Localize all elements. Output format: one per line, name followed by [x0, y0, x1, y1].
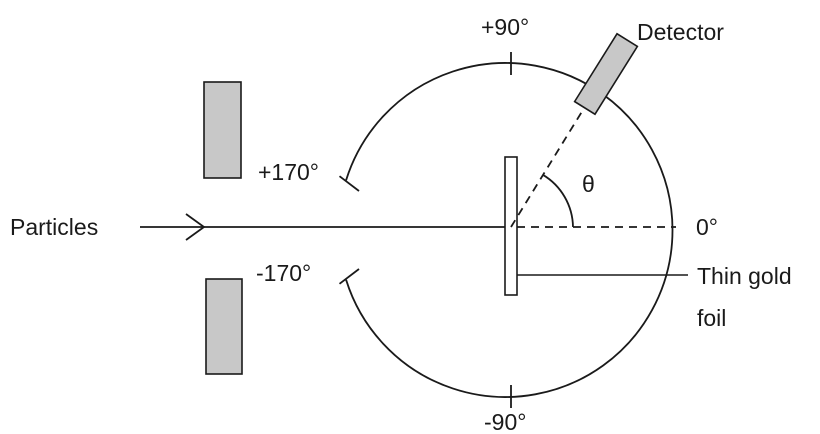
angle-pos90-label: +90°	[481, 14, 529, 40]
beam-arrowhead	[185, 213, 206, 241]
detector-icon	[573, 32, 639, 116]
angle-neg90-label: -90°	[484, 409, 526, 434]
foil-label-line1: Thin gold	[697, 263, 792, 289]
upper-collimator-block	[203, 81, 242, 179]
lower-collimator-block	[205, 278, 243, 375]
angle-neg170-label: -170°	[256, 260, 311, 286]
tick-pos170	[338, 175, 360, 192]
angle-zero-label: 0°	[696, 214, 718, 240]
detector-track-circle	[345, 62, 674, 398]
particles-label: Particles	[10, 214, 98, 240]
detector-dashed-line	[510, 91, 595, 228]
angle-pos170-label: +170°	[258, 159, 319, 185]
theta-angle-arc	[542, 174, 574, 228]
foil-label-line2: foil	[697, 305, 726, 331]
detector-label: Detector	[637, 19, 724, 45]
theta-label: θ	[582, 171, 595, 197]
tick-neg170	[338, 268, 360, 285]
